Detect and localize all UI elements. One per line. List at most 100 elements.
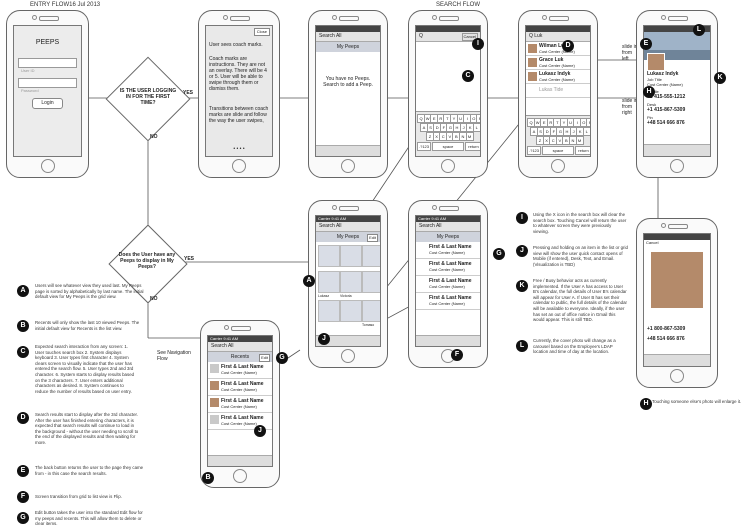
key-l[interactable]: L	[472, 123, 480, 132]
callout-K: K	[516, 280, 528, 292]
pin-label: Pin	[647, 115, 653, 120]
search-cancel-button[interactable]: Cancel	[461, 33, 478, 41]
key-m[interactable]: M	[575, 136, 584, 145]
key-return[interactable]: return	[575, 146, 590, 155]
recents-search-input[interactable]: Search All	[208, 342, 272, 352]
note-J: Pressing and holding on an item in the l…	[533, 245, 628, 267]
callout-G: G	[17, 512, 29, 524]
no-label-2: NO	[150, 296, 158, 302]
profile-job-title: Job Title	[647, 77, 662, 82]
keyboard[interactable]: QWERTYUIOPASDFGHJKLZXCVBNM.?123spaceretu…	[526, 115, 590, 156]
profile-name: Lukasz Indyk	[647, 71, 679, 77]
marker-K: K	[714, 72, 726, 84]
note-I: Using the X icon in the search box will …	[533, 212, 627, 234]
list-search-input[interactable]: Search All	[416, 222, 480, 232]
password-input[interactable]: Password	[21, 88, 39, 93]
note-G: Edit button takes the user into the stan…	[35, 510, 143, 527]
user-id-input[interactable]: User ID	[21, 68, 35, 73]
marker-E: E	[640, 38, 652, 50]
pin-number[interactable]: +48 514 666 876	[647, 120, 685, 126]
coach-page-dots[interactable]: • • • •	[233, 146, 245, 152]
key-space[interactable]: space	[432, 142, 464, 151]
peep-tile[interactable]	[340, 271, 362, 293]
search-flow-title: SEARCH FLOW	[436, 2, 481, 8]
photo-pin[interactable]: +48 514 666 876	[647, 336, 685, 342]
photo-action-bar[interactable]	[644, 354, 710, 366]
desk-number[interactable]: +1 415-867-5309	[647, 107, 686, 113]
list-view-toggle[interactable]	[416, 335, 480, 346]
marker-B: B	[202, 472, 214, 484]
grid-edit-button[interactable]: Edit	[367, 234, 378, 242]
key-numbers[interactable]: .?123	[527, 146, 541, 155]
key-space[interactable]: space	[542, 146, 574, 155]
search-field[interactable]: Q	[419, 33, 423, 39]
peep-tile[interactable]	[362, 271, 380, 293]
peep-tile[interactable]	[318, 245, 340, 267]
callout-I: I	[516, 212, 528, 224]
key-m[interactable]: M	[465, 132, 474, 141]
marker-G: G	[493, 248, 505, 260]
result-row[interactable]: Lukas Tide	[526, 84, 590, 98]
peep-tile[interactable]	[362, 300, 380, 322]
login-button[interactable]: Login	[32, 98, 63, 109]
app-title: PEEPS	[35, 39, 60, 46]
my-peeps-grid-phone: Carrier 9:41 AM Search All My Peeps Edit…	[308, 200, 388, 368]
callout-J: J	[516, 245, 528, 257]
has-peeps-question: Does the User have any Peeps to display …	[118, 252, 176, 270]
keyboard[interactable]: QWERTYUIOPASDFGHJKLZXCVBNM.?123spaceretu…	[416, 111, 480, 156]
first-login-question: IS THE USER LOGGING IN FOR THE FIRST TIM…	[119, 88, 177, 106]
photo-mobile[interactable]: +1 800-867-5309	[647, 326, 686, 332]
coach-close-button[interactable]: Close	[253, 28, 270, 36]
key-p[interactable]: P	[476, 114, 480, 123]
enlarged-photo	[651, 252, 703, 308]
my-peeps-list-phone: Carrier 9:41 AM Search All My Peeps Firs…	[408, 200, 488, 368]
callout-L: L	[516, 340, 528, 352]
note-D: Search results start to display after th…	[35, 412, 139, 445]
profile-photo[interactable]	[647, 53, 665, 71]
mobile-number[interactable]: +1 415-555-1212	[647, 94, 686, 100]
profile-action-bar[interactable]	[644, 144, 710, 156]
photo-cancel-button[interactable]: Cancel	[646, 240, 659, 245]
key-numbers[interactable]: .?123	[417, 142, 431, 151]
peep-tile[interactable]	[340, 300, 362, 322]
tile-name: Victoria	[340, 294, 352, 298]
key-return[interactable]: return	[465, 142, 480, 151]
grid-search-input[interactable]: Search All	[316, 222, 380, 232]
peep-tile[interactable]	[340, 245, 362, 267]
peep-tile[interactable]	[318, 300, 340, 322]
search-keyboard-phone: Q Cancel QWERTYUIOPASDFGHJKLZXCVBNM.?123…	[408, 10, 488, 178]
grid-view-toggle[interactable]	[316, 335, 380, 346]
coach-text-3: Transitions between coach marks are slid…	[209, 106, 269, 124]
coach-text-1: User sees coach marks.	[209, 42, 263, 48]
recents-view-toggle[interactable]	[208, 455, 272, 466]
search-all-input[interactable]: Search All	[316, 32, 380, 42]
marker-H2: H	[640, 398, 652, 410]
my-peeps-title: My Peeps	[316, 42, 380, 52]
peep-tile[interactable]	[318, 271, 340, 293]
key-p[interactable]: P	[586, 118, 590, 127]
key-l[interactable]: L	[582, 127, 590, 136]
view-toggle-bar[interactable]	[316, 145, 380, 156]
marker-C: C	[462, 70, 474, 82]
marker-G2: G	[276, 352, 288, 364]
slide-in-right-note: slide in from right	[622, 98, 638, 116]
peep-tile[interactable]	[362, 245, 380, 267]
note-E: The back button returns the user to the …	[35, 465, 144, 476]
marker-J2: J	[254, 425, 266, 437]
recents-edit-button[interactable]: Edit	[259, 354, 270, 362]
search-results-field[interactable]: Q Luk	[526, 32, 590, 42]
no-peeps-message: You have no Peeps. Search to add a Peep.	[323, 76, 373, 88]
callout-F: F	[17, 491, 29, 503]
callout-A: A	[17, 285, 29, 297]
